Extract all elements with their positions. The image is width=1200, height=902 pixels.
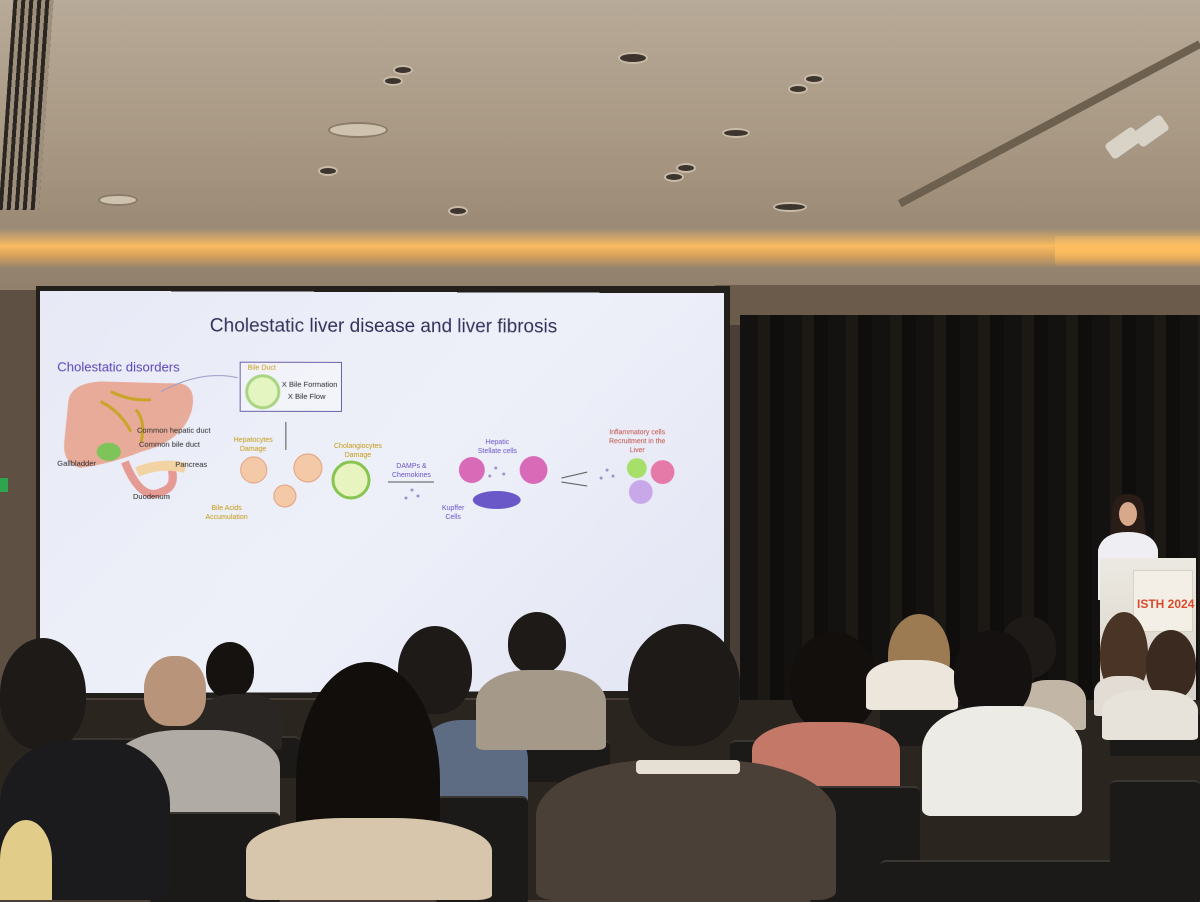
audience-member-head	[144, 656, 206, 726]
audience-member-body	[866, 660, 958, 710]
audience-member-head	[508, 612, 566, 674]
audience-member-hair	[0, 820, 52, 900]
audience-member-body	[246, 818, 492, 900]
audience-member-body	[922, 706, 1082, 816]
chair	[1110, 780, 1200, 902]
audience-member-head	[790, 632, 878, 732]
audience-member-body	[1102, 690, 1198, 740]
audience-member-body	[536, 760, 836, 900]
chair	[880, 860, 1120, 902]
lanyard	[636, 760, 740, 774]
audience-member-head	[206, 642, 254, 698]
audience-member-body	[476, 670, 606, 750]
audience-member-head	[628, 624, 740, 746]
audience-member-head	[0, 638, 86, 750]
